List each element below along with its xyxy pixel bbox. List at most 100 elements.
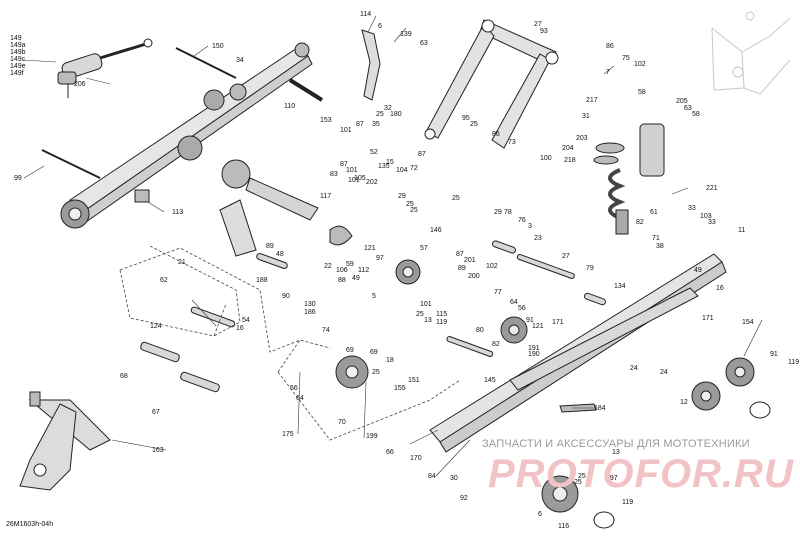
callout-label: 82 — [492, 341, 500, 348]
callout-label: 58 — [692, 111, 700, 118]
callout-label: 29 — [494, 209, 502, 216]
callout-label: 171 — [552, 319, 564, 326]
callout-label: 5 — [372, 293, 376, 300]
callout-label: 188 — [256, 277, 268, 284]
callout-label: 149e — [10, 63, 26, 70]
long-bolt — [41, 149, 101, 179]
callout-label: 87 — [340, 161, 348, 168]
callout-label: 86 — [492, 131, 500, 138]
callout-label: 104 — [396, 167, 408, 174]
bracket-114 — [361, 29, 381, 101]
callout-label: 32 — [384, 105, 392, 112]
callout-label: 25 — [372, 369, 380, 376]
callout-label: 80 — [476, 327, 484, 334]
callout-label: 91 — [770, 351, 778, 358]
callout-label: 200 — [468, 273, 480, 280]
callout-label: 101 — [420, 301, 432, 308]
callout-label: 139 — [400, 31, 412, 38]
leader-lines — [22, 15, 763, 477]
callout-label: 184 — [594, 405, 606, 412]
callout-label: 77 — [494, 289, 502, 296]
callout-label: 110 — [284, 103, 295, 110]
callout-label: 115 — [436, 311, 447, 318]
callout-label: 191 — [528, 345, 540, 352]
callout-label: 56 — [518, 305, 526, 312]
callout-label: 48 — [276, 251, 284, 258]
callout-label: 199 — [366, 433, 378, 440]
watermark-logo: PROTOFOR.RU — [488, 452, 794, 496]
callout-label: 87 — [456, 251, 464, 258]
callout-label: 105 — [354, 175, 366, 182]
callout-label: 90 — [282, 293, 290, 300]
callout-label: 82 — [636, 219, 644, 226]
callout-label: 21 — [178, 259, 186, 266]
callout-label: 92 — [460, 495, 468, 502]
callout-label: 106 — [336, 267, 348, 274]
callout-label: 175 — [282, 431, 294, 438]
callout-label: 119 — [788, 359, 799, 366]
callout-label: 153 — [320, 117, 332, 124]
callout-label: 155 — [394, 385, 406, 392]
callout-label: 25 — [406, 201, 414, 208]
callout-label: 205 — [676, 98, 688, 105]
callout-label: 12 — [680, 399, 688, 406]
callout-label: 76 — [518, 217, 526, 224]
callout-label: 58 — [638, 89, 646, 96]
callout-label: 15 — [386, 159, 394, 166]
callout-label: 67 — [152, 409, 160, 416]
rear-shock-absorber-small — [57, 38, 153, 98]
callout-label: 221 — [706, 185, 718, 192]
callout-label: 13 — [424, 317, 432, 324]
callout-label: 29 — [398, 193, 406, 200]
callout-label: 87 — [418, 151, 426, 158]
callout-number-labels: 149149a149b149c149e149f20615034110114613… — [10, 11, 799, 530]
callout-label: 89 — [266, 243, 274, 250]
center-shock-spring — [593, 123, 665, 235]
callout-label: 13 — [612, 449, 620, 456]
callout-label: 69 — [346, 347, 354, 354]
callout-label: 119 — [436, 319, 447, 326]
callout-label: 149f — [10, 70, 24, 77]
callout-label: 163 — [152, 447, 164, 454]
callout-label: 114 — [360, 11, 371, 18]
callout-label: 119 — [622, 499, 633, 506]
callout-label: 103 — [700, 213, 712, 220]
callout-label: 134 — [614, 283, 626, 290]
callout-label: 130 — [304, 301, 316, 308]
callout-label: 146 — [430, 227, 442, 234]
callout-label: 180 — [390, 111, 402, 118]
callout-label: 121 — [532, 323, 544, 330]
callout-label: 25 — [470, 121, 478, 128]
callout-label: 25 — [452, 195, 460, 202]
callout-label: 218 — [564, 157, 576, 164]
callout-label: 72 — [410, 165, 418, 172]
callout-label: 95 — [462, 115, 470, 122]
callout-label: 121 — [364, 245, 376, 252]
callout-label: 33 — [688, 205, 696, 212]
callout-label: 6 — [378, 23, 382, 30]
callout-label: 75 — [622, 55, 630, 62]
callout-label: 154 — [742, 319, 754, 326]
cross-tube-110 — [288, 78, 324, 102]
callout-label: 27 — [534, 21, 542, 28]
callout-label: 100 — [540, 155, 552, 162]
group-boundaries — [119, 245, 461, 441]
callout-label: 35 — [372, 121, 380, 128]
callout-label: 74 — [322, 327, 330, 334]
callout-label: 101 — [348, 177, 360, 184]
callout-label: 34 — [236, 57, 244, 64]
callout-label: 149a — [10, 42, 26, 49]
callout-label: 22 — [324, 263, 332, 270]
diagram-code: 26M1603h-04h — [6, 521, 54, 528]
callout-label: 68 — [120, 373, 128, 380]
callout-label: 31 — [582, 113, 590, 120]
callout-label: 78 — [504, 209, 512, 216]
callout-label: 6 — [538, 511, 542, 518]
callout-label: 69 — [370, 349, 378, 356]
callout-label: 25 — [416, 311, 424, 318]
long-bolt-upper — [175, 47, 237, 79]
callout-label: 101 — [346, 167, 358, 174]
callout-label: 150 — [212, 43, 224, 50]
callout-label: 204 — [562, 145, 574, 152]
